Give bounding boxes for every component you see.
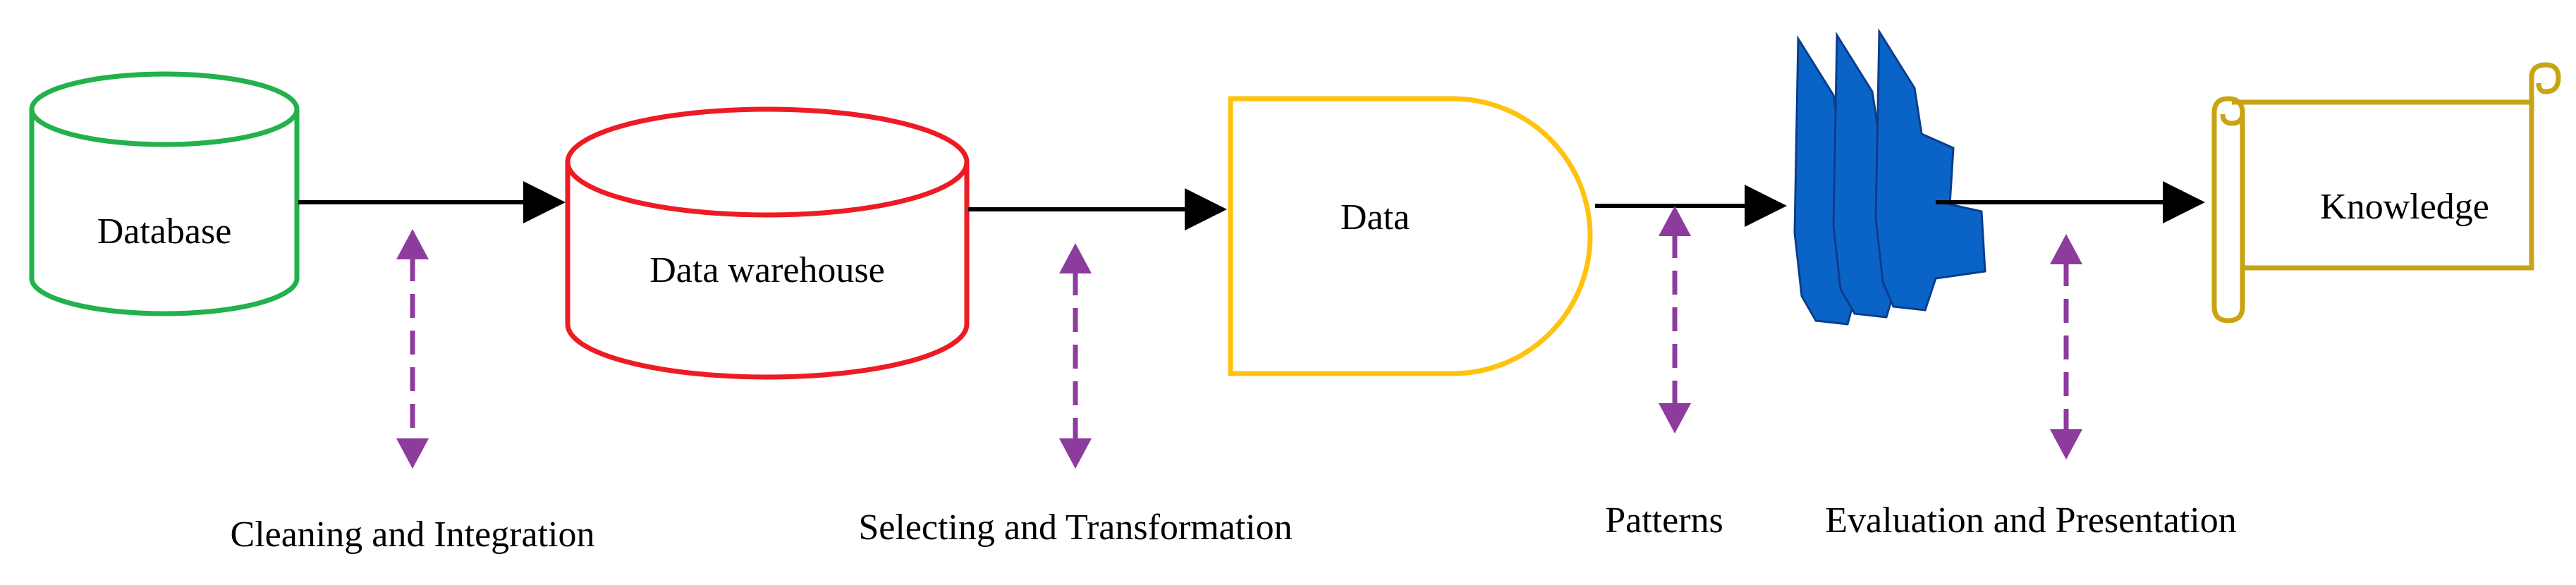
data-shape-icon xyxy=(1228,96,1593,376)
database-label: Database xyxy=(97,211,232,252)
step-labels: Cleaning and Integration Selecting and T… xyxy=(231,500,2237,555)
warehouse-cylinder-top xyxy=(565,106,970,218)
knowledge-node: Knowledge xyxy=(2211,62,2561,324)
step-arrow-evaluation xyxy=(2050,234,2082,460)
knowledge-label: Knowledge xyxy=(2320,187,2489,227)
scroll-icon xyxy=(2211,62,2561,324)
step-label-patterns: Patterns xyxy=(1605,500,1723,541)
step-label-evaluation: Evaluation and Presentation xyxy=(1825,500,2236,541)
data-label: Data xyxy=(1341,197,1410,238)
data-node: Data xyxy=(1228,96,1593,376)
step-label-cleaning: Cleaning and Integration xyxy=(231,515,595,555)
warehouse-node: Data warehouse xyxy=(565,106,970,380)
database-cylinder-top xyxy=(29,71,300,147)
warehouse-cylinder-icon xyxy=(565,162,970,380)
database-cylinder-icon xyxy=(29,109,300,316)
step-arrow-selecting xyxy=(1059,243,1092,469)
step-label-selecting: Selecting and Transformation xyxy=(858,507,1292,548)
step-arrow-patterns xyxy=(1659,206,1691,433)
patterns-icon xyxy=(1793,27,1986,326)
patterns-icon-layer-3 xyxy=(1874,27,1986,312)
warehouse-label: Data warehouse xyxy=(649,250,885,290)
flow-arrows xyxy=(298,181,2205,230)
database-node: Database xyxy=(29,71,300,316)
step-arrows xyxy=(396,206,2082,469)
step-arrow-cleaning xyxy=(396,229,429,469)
